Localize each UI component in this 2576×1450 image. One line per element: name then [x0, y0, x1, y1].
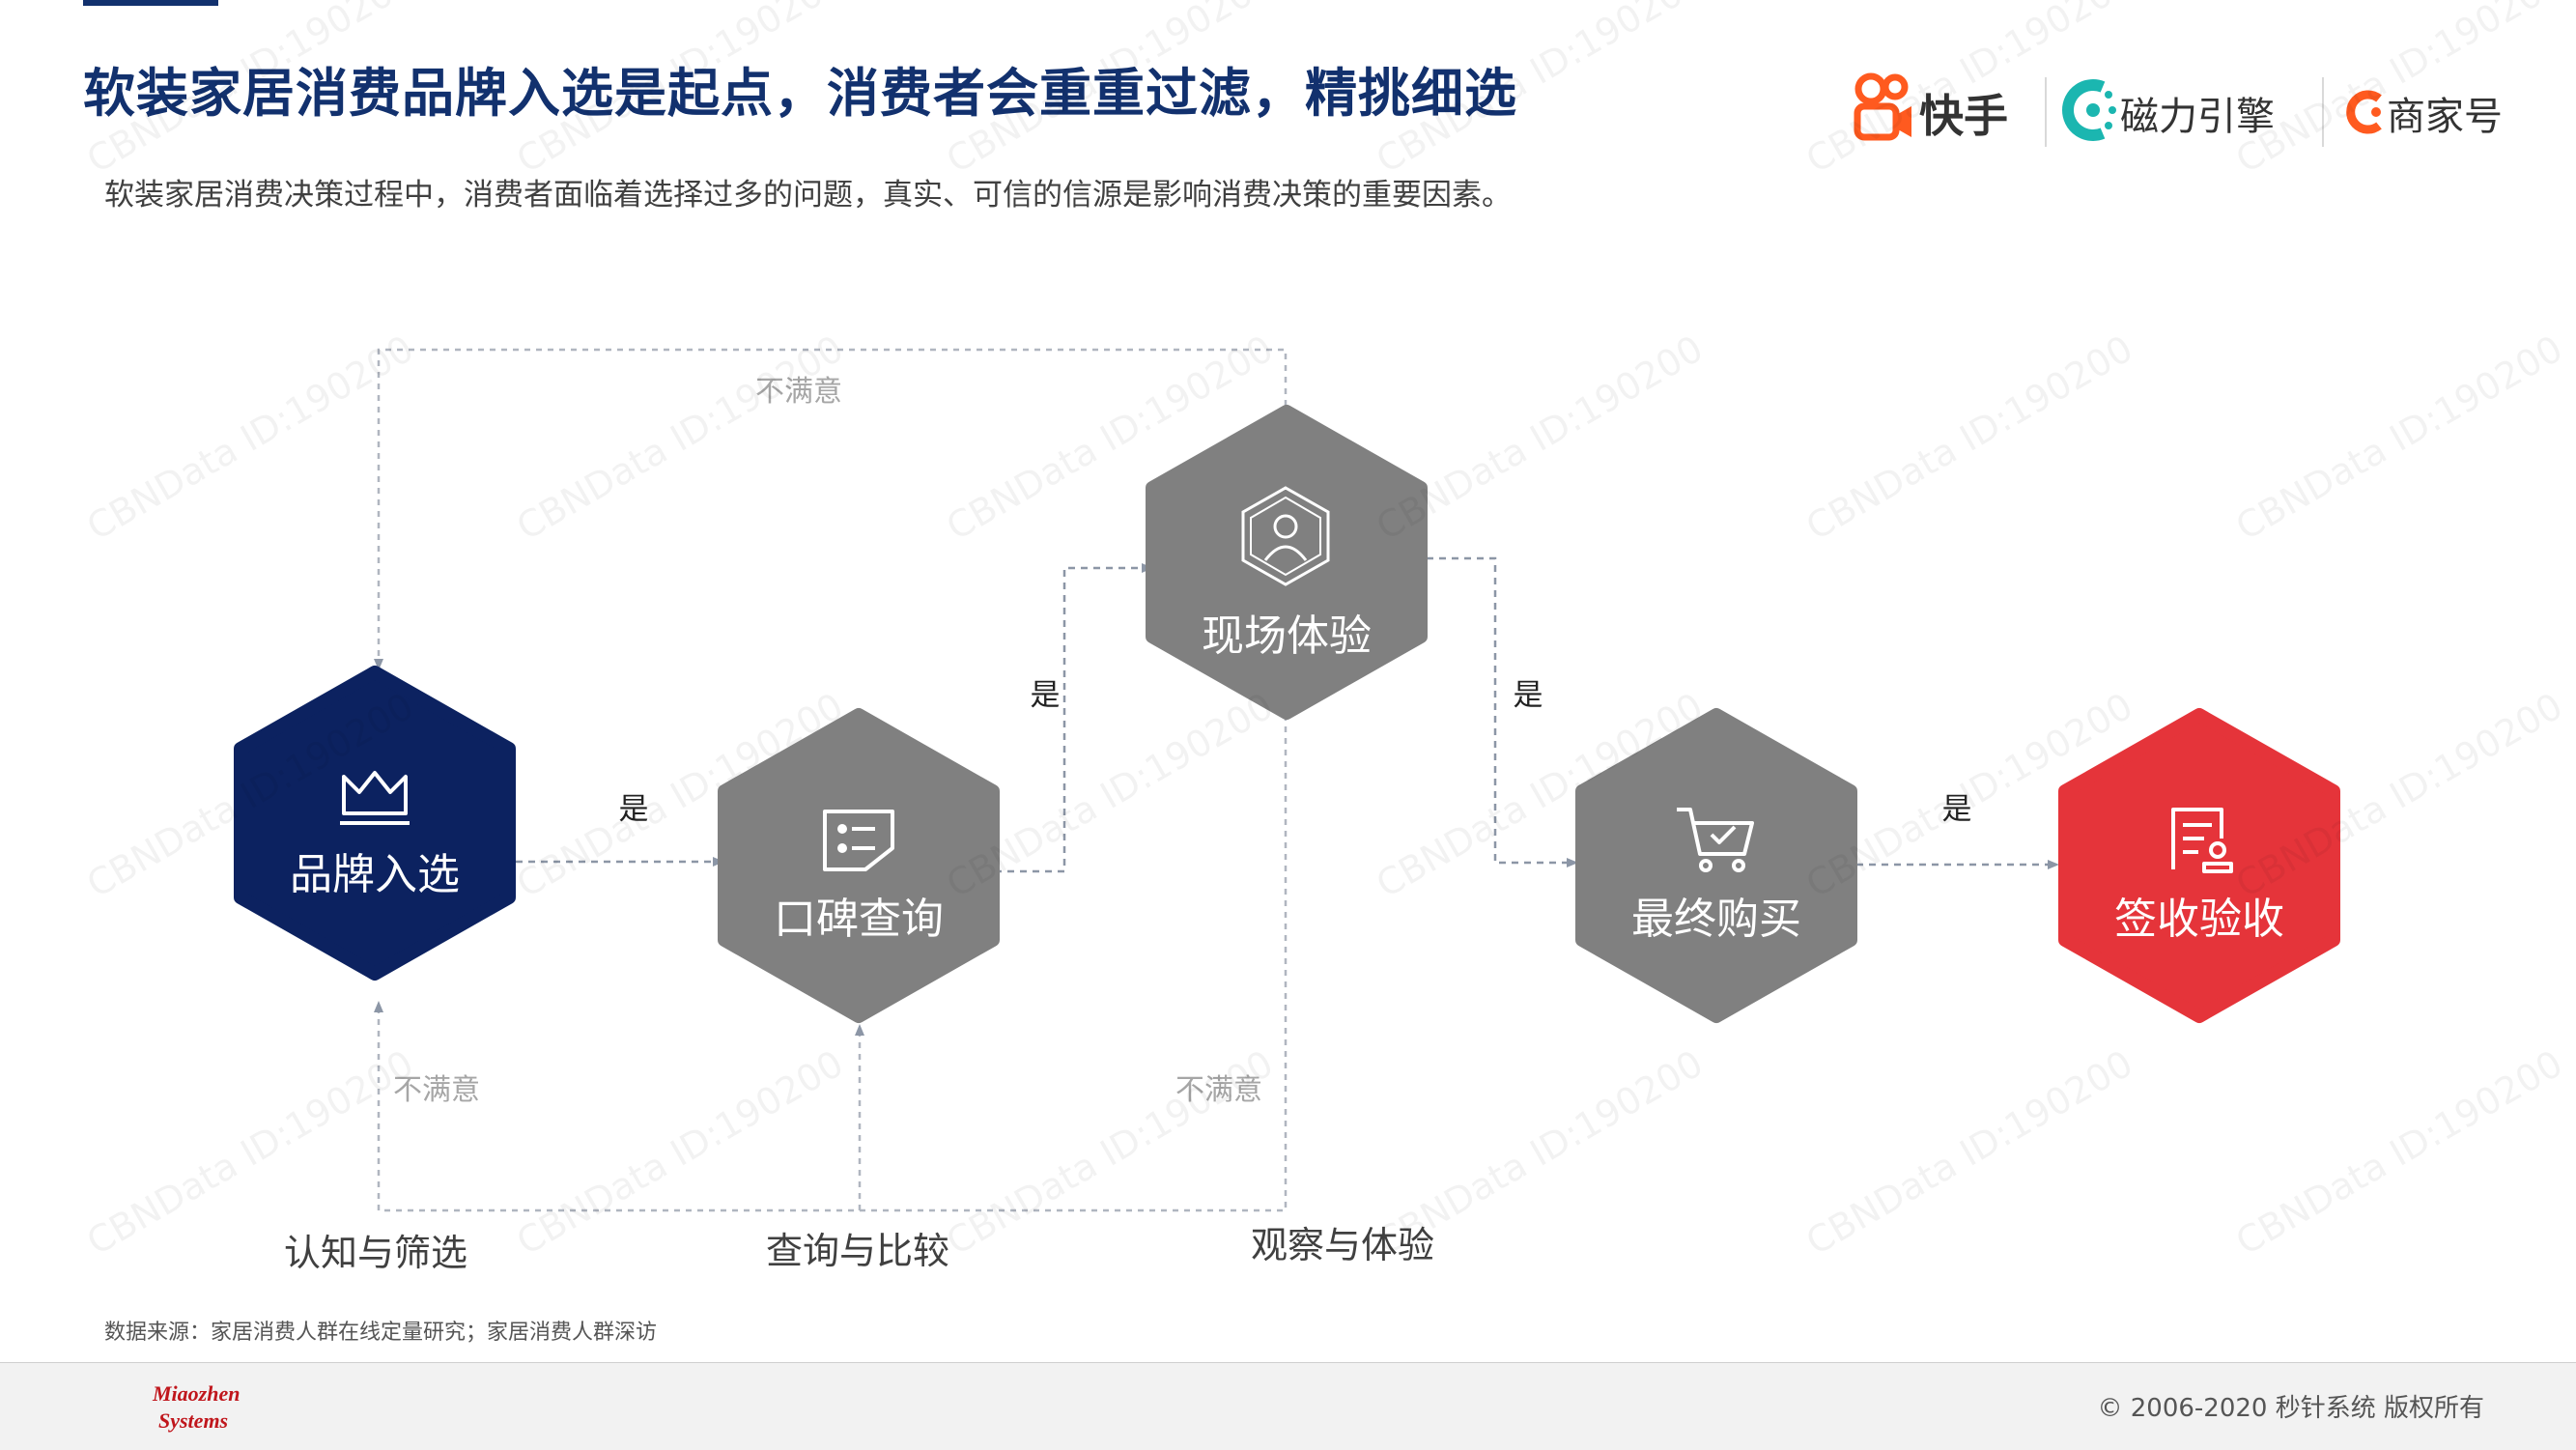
node-label: 签收验收 — [2114, 895, 2284, 944]
kuaishou-logo: 快手 — [1854, 72, 2008, 142]
shangjia-icon — [2346, 90, 2382, 134]
node-final-purchase: 最终购买 — [1575, 708, 1857, 1023]
yes-label: 是 — [1031, 678, 1061, 713]
document-stamp-icon — [2171, 808, 2233, 873]
unsatisfied-label: 不满意 — [1175, 1073, 1262, 1107]
person-cube-icon — [1241, 486, 1330, 586]
hexagon-shape — [1146, 405, 1428, 720]
node-onsite-experience: 现场体验 — [1146, 405, 1428, 720]
miaozhen-logo: Miaozhen Systems — [152, 1381, 240, 1433]
page-title: 软装家居消费品牌入选是起点，消费者会重重过滤，精挑细选 — [83, 63, 1517, 124]
partner-logos: 快手 磁力引擎 商家号 — [1854, 72, 2503, 147]
feedback-onsite-to-brand-top — [374, 348, 1288, 670]
node-label: 最终购买 — [1631, 895, 1801, 944]
hexagon-shape — [718, 708, 1000, 1023]
unsatisfied-label: 不满意 — [393, 1073, 480, 1107]
stage-label-cognition: 认知与筛选 — [284, 1232, 467, 1274]
stage-label-experience: 观察与体验 — [1251, 1224, 1434, 1266]
node-word-of-mouth: 口碑查询 — [718, 708, 1000, 1023]
shangjia-text: 商家号 — [2387, 95, 2503, 139]
node-receipt-acceptance: 签收验收 — [2058, 708, 2340, 1023]
shangjia-logo: 商家号 — [2346, 90, 2503, 139]
stage-label-comparison: 查询与比较 — [766, 1230, 949, 1272]
unsatisfied-label: 不满意 — [755, 375, 842, 409]
source-note: 数据来源：家居消费人群在线定量研究；家居消费人群深访 — [104, 1321, 658, 1345]
cili-logo: 磁力引擎 — [2062, 79, 2275, 141]
copyright-text: © 2006-2020 秒针系统 版权所有 — [2097, 1394, 2484, 1423]
top-accent-bar — [83, 0, 218, 6]
cili-text: 磁力引擎 — [2120, 95, 2275, 139]
kuaishou-icon — [1854, 72, 1911, 141]
yes-label: 是 — [619, 792, 649, 827]
hexagon-shape — [1575, 708, 1857, 1023]
miaozhen-logo-line1: Miaozhen — [152, 1381, 240, 1406]
chat-list-icon — [823, 810, 894, 871]
cili-icon — [2062, 79, 2116, 141]
node-label: 口碑查询 — [774, 895, 944, 944]
node-label: 现场体验 — [1202, 611, 1372, 661]
node-brand-selection: 品牌入选 — [234, 666, 516, 981]
arrow-onsite-to-purchase — [1427, 556, 1578, 867]
footer-bar — [0, 1362, 2576, 1450]
yes-label: 是 — [1942, 792, 1972, 827]
crown-icon — [340, 771, 410, 825]
shopping-cart-icon — [1677, 808, 1754, 872]
page-subtitle: 软装家居消费决策过程中，消费者面临着选择过多的问题，真实、可信的信源是影响消费决… — [104, 178, 1512, 213]
arrow-wom-to-onsite — [995, 563, 1153, 873]
hexagon-shape — [2058, 708, 2340, 1023]
yes-label: 是 — [1514, 678, 1543, 713]
miaozhen-logo-line2: Systems — [158, 1408, 228, 1433]
kuaishou-text: 快手 — [1919, 90, 2008, 142]
node-label: 品牌入选 — [290, 850, 460, 899]
